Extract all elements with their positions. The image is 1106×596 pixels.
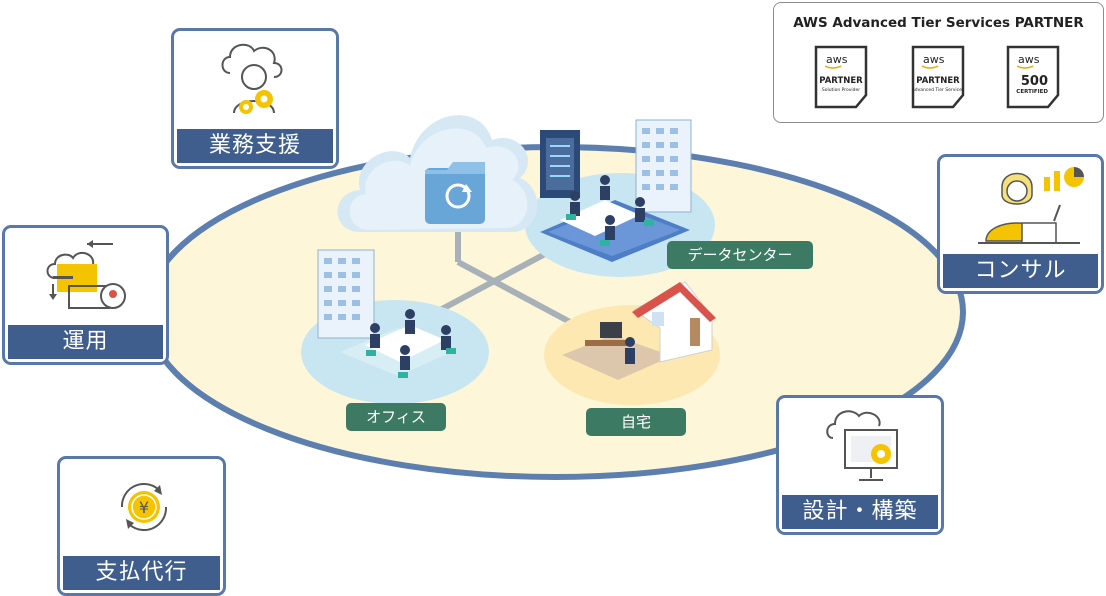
service-label-consul: コンサル [943,254,1098,288]
badge-line1: PARTNER [819,76,863,86]
badge-line1: 500 [1021,74,1048,89]
cloud-folder-transfer-icon [46,240,126,309]
office-scene [301,249,489,404]
cloud-monitor-gear-icon [826,410,898,481]
service-card-unyo[interactable]: 運用 [2,225,169,365]
badge-brand: aws [923,53,945,66]
aws-badge-solution-provider: aws PARTNER Solution Provider [814,45,868,109]
service-card-sekkei[interactable]: 設計・構築 [776,395,944,535]
yen-coin-icon: ¥ [120,482,168,532]
cloud-folder-sync-icon [337,115,538,233]
service-card-gyomu[interactable]: 業務支援 [171,28,339,169]
location-label-datacenter: データセンター [667,241,813,269]
aws-badge-advanced-tier: aws PARTNER Advanced Tier Services [912,45,965,109]
location-label-home: 自宅 [586,408,686,436]
person-gears-icon [221,43,283,114]
service-card-shiharai[interactable]: ¥ 支払代行 [57,456,226,596]
service-label-gyomu: 業務支援 [177,129,333,163]
badge-brand: aws [826,53,848,66]
badge-line1: PARTNER [916,76,960,86]
badge-brand: aws [1018,53,1040,66]
home-scene [544,281,720,405]
aws-partner-box: AWS Advanced Tier Services PARTNER aws P… [773,2,1104,123]
aws-badge-500-certified: aws 500 CERTIFIED [1006,45,1060,109]
location-label-office: オフィス [346,403,446,431]
consultant-chart-icon [978,167,1084,244]
badge-line2: Advanced Tier Services [912,87,965,93]
service-label-sekkei: 設計・構築 [782,495,938,529]
badge-line2: Solution Provider [822,87,860,93]
service-card-consul[interactable]: コンサル [937,154,1104,294]
service-label-unyo: 運用 [8,325,163,359]
datacenter-scene [525,119,715,277]
badge-line2: CERTIFIED [1016,89,1048,95]
service-label-shiharai: 支払代行 [63,556,220,590]
aws-partner-title: AWS Advanced Tier Services PARTNER [793,15,1084,31]
svg-text:¥: ¥ [139,498,149,517]
